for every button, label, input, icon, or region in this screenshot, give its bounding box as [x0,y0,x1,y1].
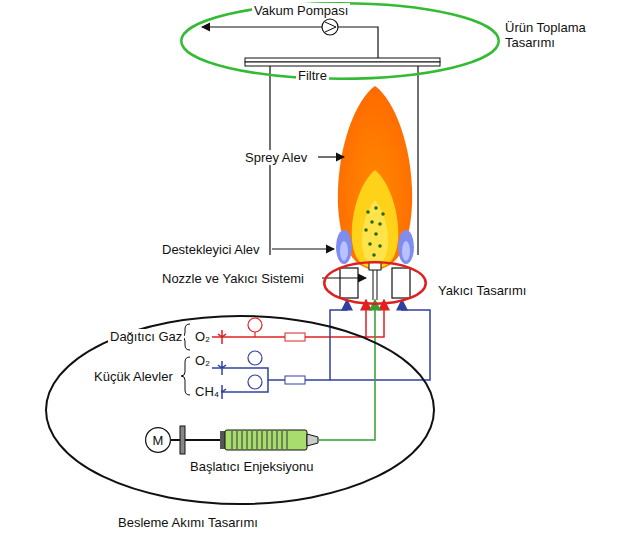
pilot-label: Küçük Alevler [92,369,175,384]
group-title: Yakıcı Tasarımı [438,283,526,298]
gas-symbol: O₂ [193,353,212,368]
group-title: Ürün Toplama Tasarımı [505,20,630,50]
motor-circle: M [145,427,171,453]
feed-ellipse-outline [45,315,435,505]
flame-label: Sprey Alev [243,150,309,165]
feed-ellipse: Besleme Akımı TasarımıM [45,315,435,505]
burner-ellipse-outline [323,261,427,305]
pump-label: Vakum Pompası [252,3,350,18]
gas-symbol: CH₄ [193,384,221,399]
motor-symbol: M [153,433,164,448]
nozzle-label: Nozzle ve Yakıcı Sistemi [160,271,306,286]
support-flame-label: Destekleyici Alev [160,242,262,257]
gas-symbol: O₂ [193,329,212,344]
gas-label: Dağıtıcı Gaz [108,329,184,344]
injection-label: Başlatıcı Enjeksiyonu [188,459,316,474]
filter-label: Filtre [296,68,329,83]
group-title: Besleme Akımı Tasarımı [118,515,258,530]
burner-ellipse: Yakıcı Tasarımı [323,261,427,305]
